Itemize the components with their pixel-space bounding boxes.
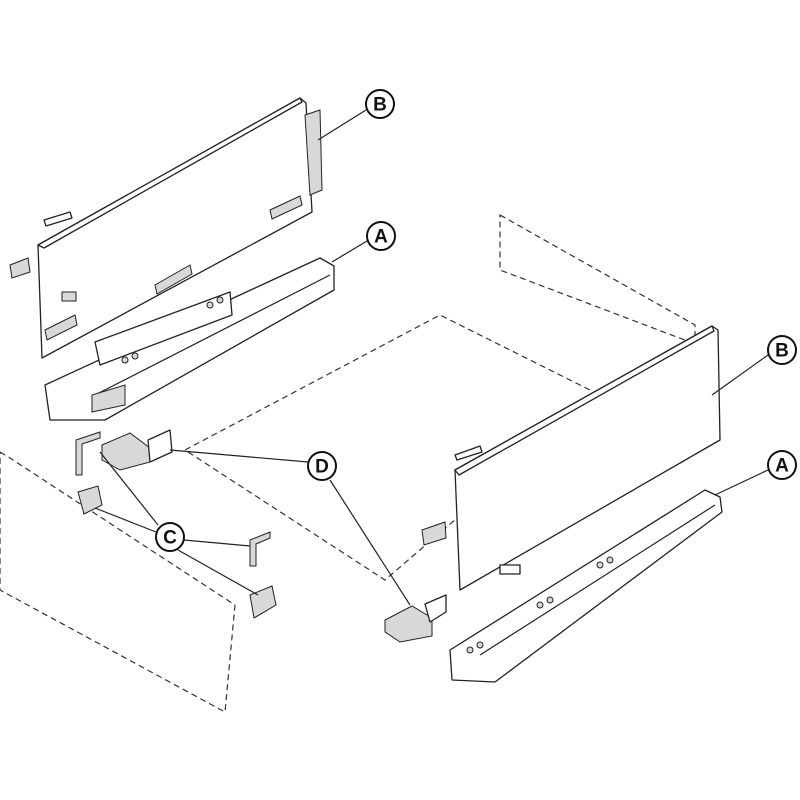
runner-left — [44, 257, 335, 421]
svg-text:B: B — [373, 95, 387, 116]
side-panel-left — [9, 97, 323, 359]
svg-text:A: A — [374, 227, 388, 248]
svg-text:C: C — [163, 528, 177, 549]
svg-text:D: D — [315, 457, 329, 478]
callout-c: C — [155, 522, 185, 552]
bracket-4 — [249, 585, 277, 619]
leader-lines — [94, 109, 769, 606]
locking-device-left — [101, 429, 173, 471]
callout-b-right: B — [767, 335, 797, 365]
front-panel-outline — [0, 451, 236, 713]
runner-right — [449, 489, 723, 683]
side-panel-right — [421, 325, 721, 591]
svg-text:B: B — [775, 341, 789, 362]
bracket-2 — [77, 485, 103, 515]
svg-text:A: A — [775, 456, 789, 477]
bracket-3 — [249, 531, 271, 567]
callout-a-right: A — [767, 450, 797, 480]
bracket-1 — [75, 431, 101, 476]
back-panel-outline — [499, 213, 696, 343]
callout-a-top: A — [366, 221, 396, 251]
callout-d: D — [307, 451, 337, 481]
drawer-bottom-outline — [183, 314, 602, 581]
locking-device-right — [384, 594, 447, 643]
callout-b-top: B — [365, 89, 395, 119]
